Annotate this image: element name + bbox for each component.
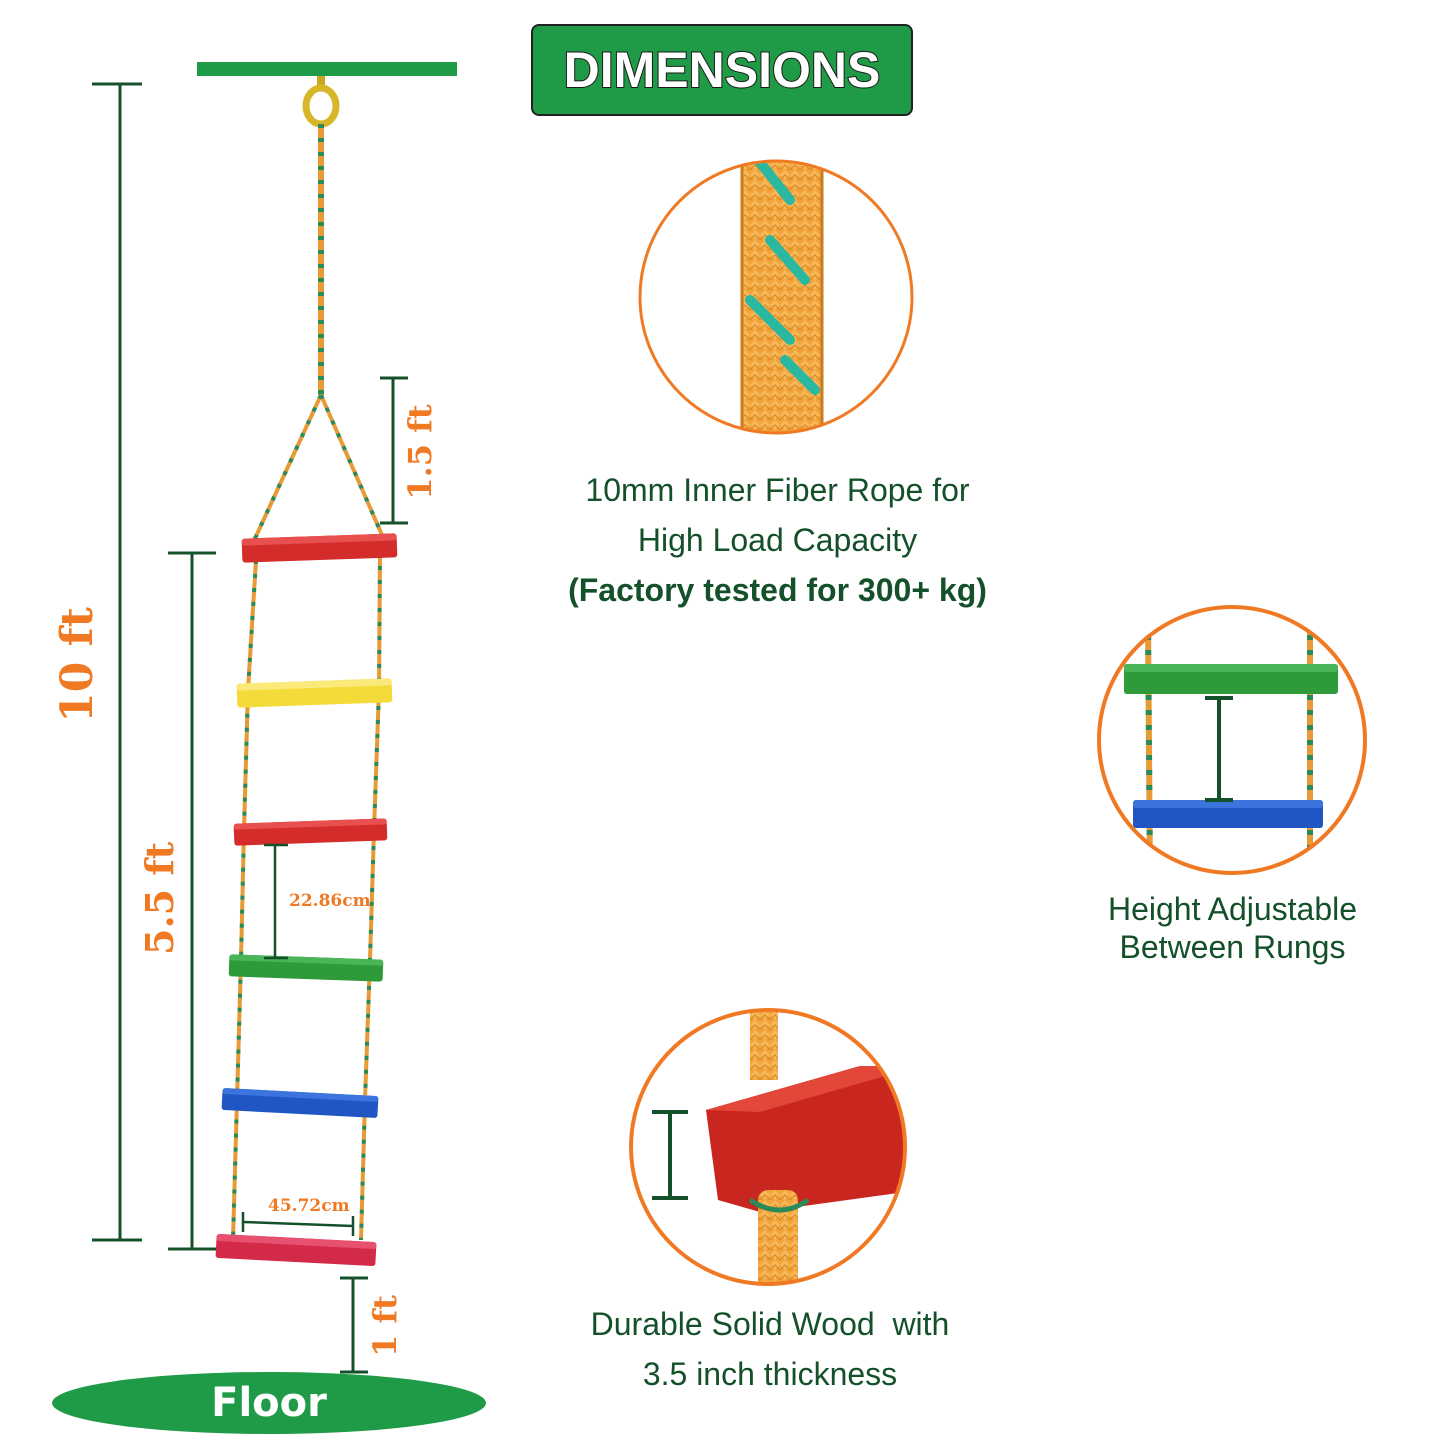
rung-green [228,954,384,982]
page-title: DIMENSIONS [563,41,882,99]
rung-spacing-label: 22.86cm [289,891,371,911]
rung-yellow [236,678,393,708]
rope-caption-line3: (Factory tested for 300+ kg) [568,572,987,608]
rung-blue [221,1088,379,1118]
adjustable-caption: Height Adjustable Between Rungs [1075,890,1390,966]
adjustable-detail-circle [1097,605,1367,875]
rung-width-label: 45.72cm [268,1196,350,1216]
ceiling-bar [197,62,457,76]
ladder-height-label: 5.5 ft [137,841,182,955]
dimensions-header: DIMENSIONS [531,24,913,116]
rung-red-middle [233,818,388,846]
floor-gap-line [340,1276,368,1374]
ladder-side-ropes [231,551,382,1241]
floor-gap-label: 1 ft [366,1295,404,1357]
floor-ellipse [52,1372,486,1434]
rung-spacing-line [264,843,288,960]
wood-caption: Durable Solid Wood with 3.5 inch thickne… [520,1299,1020,1399]
rung-red-top [241,533,398,563]
triangle-height-label: 1.5 ft [401,404,439,500]
ladder-height-line [168,551,216,1251]
total-height-label: 10 ft [52,607,103,723]
rope-detail-circle [638,159,914,435]
suspension-rope [250,124,384,546]
eye-hook-icon [302,76,340,128]
rope-caption-line1: 10mm Inner Fiber Rope for [585,472,970,508]
triangle-height-line [380,376,408,525]
wood-caption-line1: Durable Solid Wood with [590,1306,950,1342]
adjustable-caption-line1: Height Adjustable [1107,891,1358,927]
total-height-line [92,82,142,1242]
rung-width-line [241,1212,355,1236]
rung-red-bottom [215,1233,377,1267]
rope-caption: 10mm Inner Fiber Rope for High Load Capa… [500,465,1055,615]
adjustable-caption-line2: Between Rungs [1119,929,1346,965]
wood-detail-circle [629,1008,907,1286]
floor-label: Floor [211,1380,327,1426]
wood-caption-line2: 3.5 inch thickness [642,1356,898,1392]
rope-caption-line2: High Load Capacity [637,522,918,558]
